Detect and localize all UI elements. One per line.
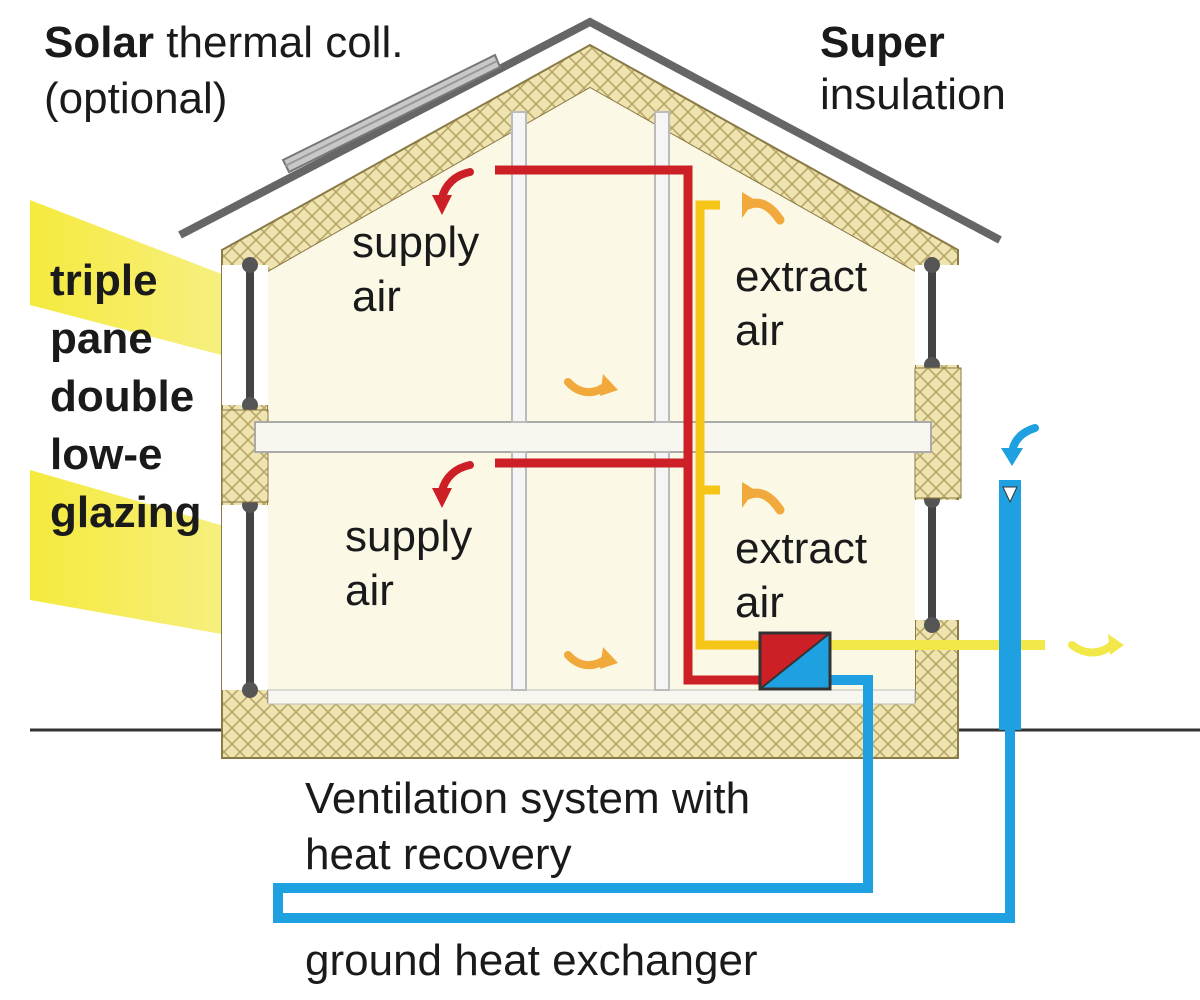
supply-air-lower-label: supply (345, 512, 473, 561)
ventilation-label-line2: heat recovery (305, 830, 572, 879)
extract-duct (695, 200, 760, 650)
ground-heat-exchanger-loop (273, 482, 1015, 923)
solar-collector-label: Solar thermal coll. (44, 16, 403, 70)
supply-air-upper-label-line2: air (352, 272, 401, 321)
glazing-label-line3: double (50, 372, 195, 421)
solar-collector-icon (281, 53, 502, 174)
supply-air-upper-label: supply (352, 218, 480, 267)
glazing-label-line1: triple (50, 256, 158, 305)
ventilation-label: Ventilation system with (305, 774, 751, 823)
interior-walls (511, 111, 670, 691)
extract-air-upper-label: extract (735, 252, 868, 301)
super-insulation-label-line2: insulation (820, 70, 1006, 119)
air-intake-icon (999, 480, 1021, 730)
air-flow-arrow-icon (432, 168, 1124, 670)
glazing-label-line5: glazing (50, 488, 202, 537)
extract-air-lower-label: extract (735, 524, 868, 573)
ground-floor (267, 689, 916, 705)
glazing-label-line2: pane (50, 314, 153, 363)
air-intake-valve-icon (1002, 486, 1018, 504)
heat-exchanger-icon (758, 631, 832, 691)
ground-exchanger-label: ground heat exchanger (305, 936, 758, 985)
windows (222, 257, 961, 698)
roof (178, 17, 1002, 244)
supply-air-lower-label-line2: air (345, 566, 394, 615)
floor-slab (254, 421, 932, 453)
supply-duct (495, 165, 760, 685)
extract-air-upper-label-line2: air (735, 306, 784, 355)
super-insulation-label: Super (820, 18, 945, 67)
solar-collector-label-bold: Solar (44, 18, 155, 67)
solar-collector-label-rest: thermal coll. (154, 18, 404, 67)
glazing-label-line4: low-e (50, 430, 163, 479)
extract-air-lower-label-line2: air (735, 578, 784, 627)
solar-collector-label-line2: (optional) (44, 74, 228, 123)
